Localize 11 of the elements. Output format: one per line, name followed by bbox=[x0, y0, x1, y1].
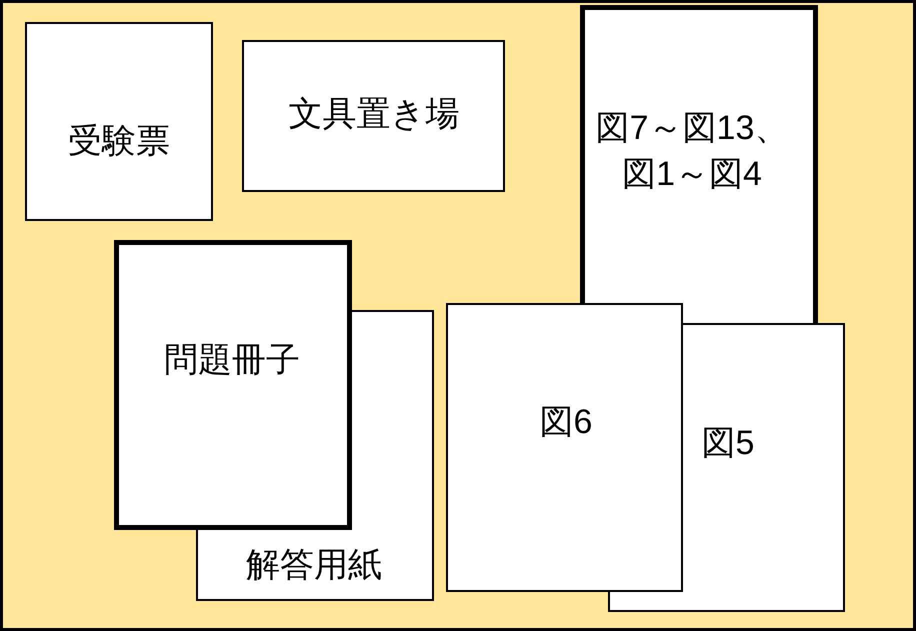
sheet-label: 解答用紙 bbox=[246, 545, 382, 586]
sheet-label: 受験票 bbox=[68, 121, 170, 162]
sheet-label: 図7～図13、図1～図4 bbox=[594, 108, 790, 195]
sheet-label: 図5 bbox=[702, 423, 754, 464]
paper-sheet bbox=[114, 240, 352, 530]
area-box bbox=[242, 40, 505, 192]
area-label: 文具置き場 bbox=[288, 94, 460, 135]
paper-sheet bbox=[446, 303, 683, 592]
sheet-label: 問題冊子 bbox=[164, 340, 300, 381]
paper-sheet bbox=[25, 22, 213, 221]
sheet-label: 図6 bbox=[540, 402, 592, 443]
